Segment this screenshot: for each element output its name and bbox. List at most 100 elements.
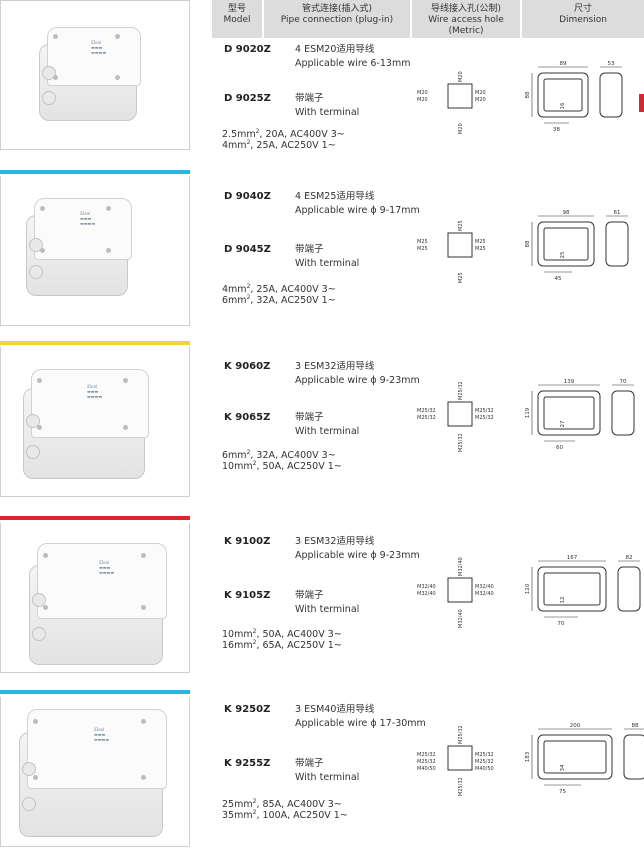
pipe-connection-text: 3 ESM32适用导线: [295, 536, 375, 547]
front-view-inner: [543, 78, 583, 111]
lid-screw: [123, 377, 128, 383]
applicable-wire-text: Applicable wire ϕ 17-30mm: [295, 718, 426, 729]
knockout-hole: [42, 91, 56, 106]
lid-screw: [141, 774, 146, 780]
dim-depth: 88: [632, 723, 639, 729]
product-photo: iDeal▬▬▬▬▬▬▬: [0, 176, 190, 326]
product-photo: iDeal▬▬▬▬▬▬▬: [0, 0, 190, 150]
lid-screw: [106, 205, 111, 211]
hole-label-right: M25/32: [475, 752, 494, 758]
knockout-hole: [29, 265, 43, 280]
lid-label: iDeal▬▬▬▬▬▬▬: [94, 726, 110, 742]
knockout-hole: [29, 238, 43, 253]
terminal-label-en: With terminal: [295, 426, 360, 437]
model-number-terminal: K 9255Z: [224, 758, 271, 769]
lid-screw: [141, 719, 146, 725]
side-view: [611, 390, 635, 435]
model-number: D 9040Z: [224, 191, 271, 202]
electrical-rating: 4mm2, 25A, AC250V 1~: [222, 139, 336, 152]
side-view: [599, 72, 623, 117]
header-wire-access: 导线接入孔(公制)Wire access hole (Metric): [412, 0, 520, 38]
dim-depth: 82: [626, 555, 633, 561]
dim-width: 98: [563, 210, 570, 216]
hole-label-left: M25/32: [417, 759, 436, 765]
hole-label-right: M25/32: [475, 408, 494, 414]
dim-width: 200: [570, 723, 581, 729]
dim-offset: 12: [560, 597, 566, 604]
hole-label-right: M25: [475, 239, 486, 245]
junction-box-illustration: iDeal▬▬▬▬▬▬▬: [29, 543, 169, 665]
lid-label: iDeal▬▬▬▬▬▬▬: [87, 384, 103, 400]
hole-label-top: M20: [458, 71, 464, 82]
lid-screw: [123, 425, 128, 431]
terminal-label-en: With terminal: [295, 258, 360, 269]
wire-access-diagram: M25/32M25/32M25/32M25/32M40/50M25/32M25/…: [417, 725, 494, 796]
terminal-label-cn: 带端子: [295, 412, 324, 423]
model-number: K 9100Z: [224, 536, 271, 547]
dim-depth: 53: [608, 61, 615, 67]
lid-screw: [33, 774, 38, 780]
dim-offset: 27: [560, 420, 566, 427]
dim-width: 167: [567, 555, 578, 561]
hole-label-top: M32/40: [458, 557, 464, 576]
terminal-label-cn: 带端子: [295, 590, 324, 601]
dim-height: 119: [525, 407, 531, 418]
front-view-inner: [543, 227, 589, 260]
row-color-bar: [0, 516, 190, 520]
knockout-hole: [22, 797, 36, 812]
lid-screw: [40, 247, 45, 253]
hole-label-right: M32/40: [475, 584, 494, 590]
header-pipe-connection: 管式连接(插入式)Pipe connection (plug-in): [264, 0, 410, 38]
lid-screw: [40, 205, 45, 211]
model-number-terminal: D 9045Z: [224, 244, 271, 255]
dim-base: 38: [553, 127, 560, 133]
front-view-inner: [543, 572, 601, 606]
front-view-inner: [543, 396, 595, 429]
knockout-hole: [26, 444, 40, 459]
dim-width: 139: [564, 379, 575, 385]
applicable-wire-text: Applicable wire ϕ 9-23mm: [295, 375, 420, 386]
hole-label-right: M32/40: [475, 591, 494, 597]
hole-label-left: M25/32: [417, 752, 436, 758]
electrical-rating: 16mm2, 65A, AC250V 1~: [222, 639, 342, 652]
junction-box-illustration: iDeal▬▬▬▬▬▬▬: [39, 27, 143, 121]
hole-label-top: M25: [458, 220, 464, 231]
lid-screw: [106, 247, 111, 253]
electrical-rating: 10mm2, 50A, AC400V 3~: [222, 628, 342, 641]
lid-screw: [53, 74, 58, 80]
lid-label: iDeal▬▬▬▬▬▬▬: [91, 39, 107, 55]
electrical-rating: 2.5mm2, 20A, AC400V 3~: [222, 128, 345, 141]
front-view-inner: [543, 740, 607, 774]
lid-label: iDeal▬▬▬▬▬▬▬: [99, 559, 115, 575]
lid-screw: [141, 552, 146, 558]
dim-height: 88: [525, 91, 531, 98]
dim-base: 45: [555, 276, 562, 282]
knockout-hole: [26, 414, 40, 429]
row-color-bar: [0, 341, 190, 345]
side-view: [623, 734, 644, 780]
junction-box-illustration: iDeal▬▬▬▬▬▬▬: [26, 198, 134, 296]
electrical-rating: 35mm2, 100A, AC250V 1~: [222, 809, 348, 822]
pipe-connection-text: 4 ESM25适用导线: [295, 191, 375, 202]
dim-width: 89: [560, 61, 567, 67]
dim-height: 88: [525, 240, 531, 247]
hole-label-left: M20: [417, 97, 428, 103]
knockout-hole: [32, 593, 46, 608]
knockout-hole: [22, 761, 36, 776]
dim-base: 70: [558, 621, 565, 627]
electrical-rating: 6mm2, 32A, AC400V 3~: [222, 449, 336, 462]
terminal-label-cn: 带端子: [295, 244, 324, 255]
hole-label-left: M40/50: [417, 766, 436, 772]
lid-label: iDeal▬▬▬▬▬▬▬: [80, 211, 96, 227]
product-photo: iDeal▬▬▬▬▬▬▬: [0, 523, 190, 673]
